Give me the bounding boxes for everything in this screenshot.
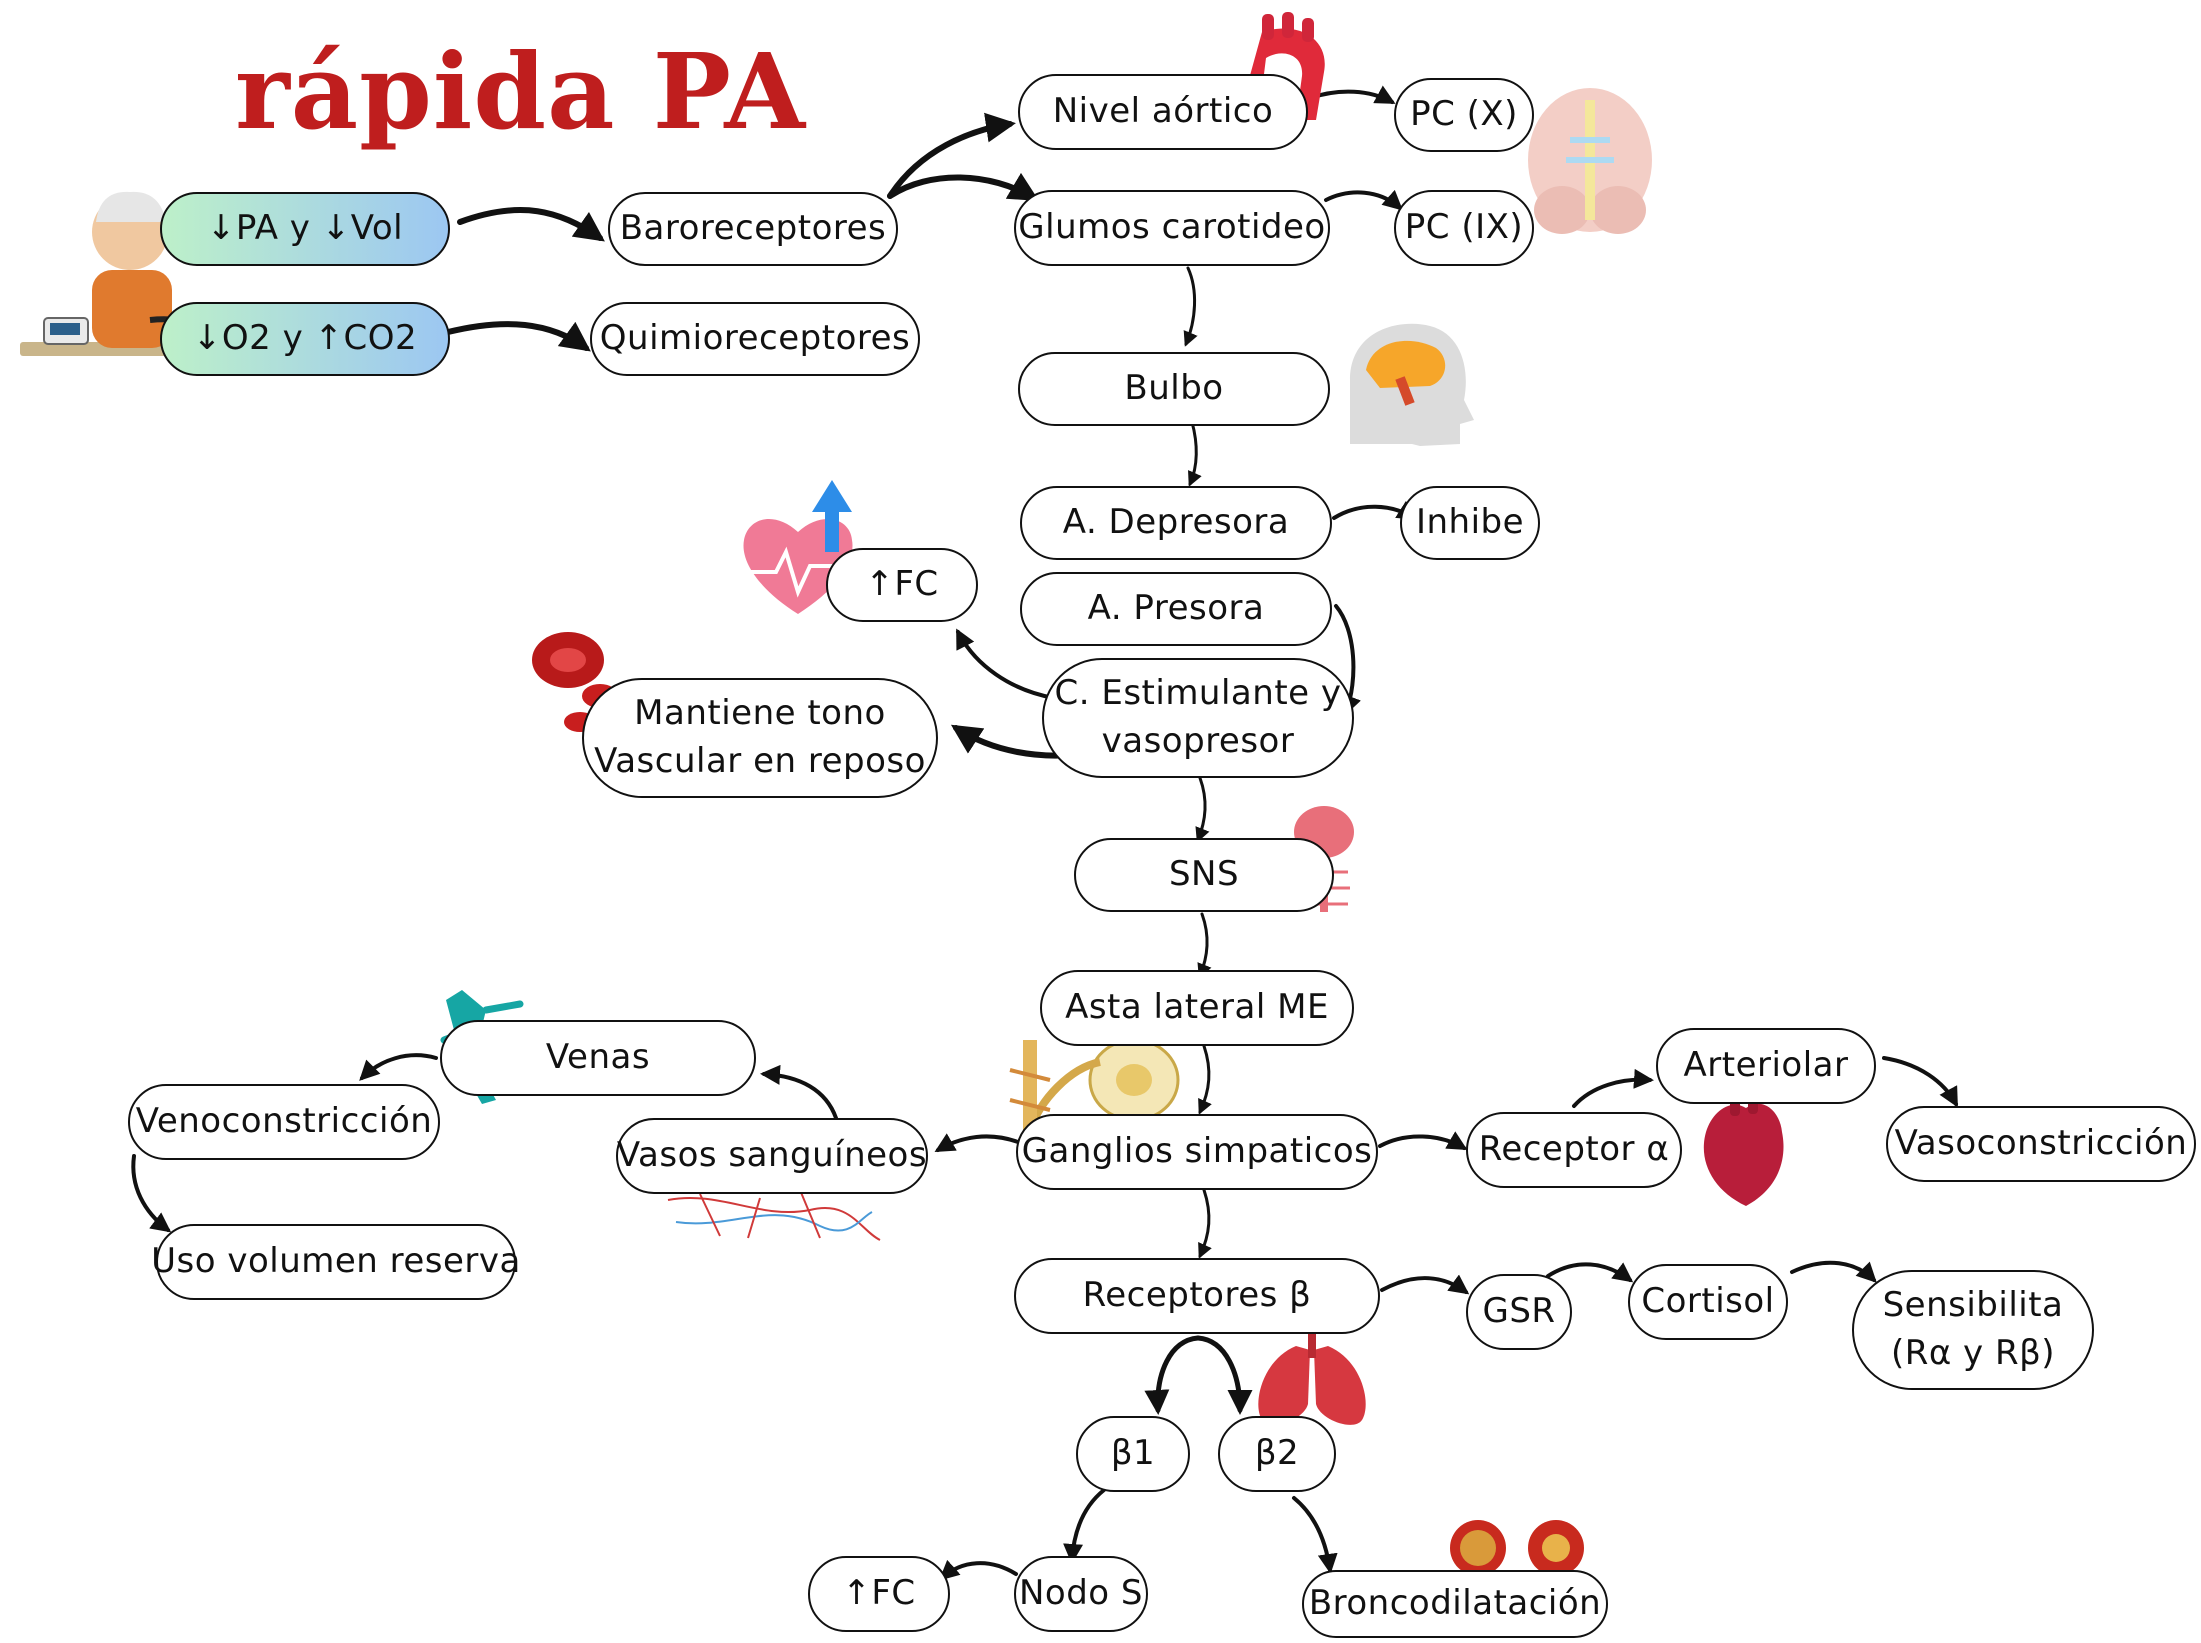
arrow-ganglios-to-receptor-a — [1378, 1131, 1468, 1151]
bronchi-icon — [1450, 1520, 1584, 1576]
node-asta-lateral: Asta lateral ME — [1040, 970, 1354, 1046]
node-pc-ix: PC (IX) — [1394, 190, 1534, 266]
arrow-receptores-b-to-b1 — [1144, 1335, 1201, 1415]
node-receptores-beta: Receptores β — [1014, 1258, 1380, 1334]
node-uso-volumen: Uso volumen reserva — [151, 1224, 520, 1300]
arrow-ganglios-to-receptores-b — [1198, 1188, 1212, 1259]
arrow-asta-to-ganglios — [1198, 1044, 1212, 1115]
node-glumos-carotideo: Glumos carotideo — [1014, 190, 1330, 266]
node-baroreceptores: Baroreceptores — [608, 192, 898, 266]
node-inhibe: Inhibe — [1400, 486, 1540, 560]
node-venoconstriccion: Venoconstricción — [128, 1084, 440, 1160]
arrow-o2-to-quimio — [445, 321, 591, 352]
page-title: rápida PA — [235, 30, 807, 153]
node-gsr: GSR — [1466, 1274, 1572, 1350]
node-a-depresora: A. Depresora — [1020, 486, 1332, 560]
node-o2-co2: ↓O2 y ↑CO2 — [160, 302, 450, 376]
arrow-estimulante-to-sns — [1195, 776, 1210, 843]
node-a-presora: A. Presora — [1020, 572, 1332, 646]
arrow-vasos-to-venas — [760, 1064, 838, 1120]
node-nivel-aortico: Nivel aórtico — [1018, 74, 1308, 150]
node-beta1: β1 — [1076, 1416, 1190, 1492]
arrow-ganglios-to-vasos — [934, 1133, 1020, 1153]
ganglion-icon — [1009, 1038, 1180, 1132]
node-c-estimulante-line2: vasopresor — [1101, 721, 1295, 761]
node-sensibilita-line1: Sensibilita — [1882, 1285, 2064, 1326]
heart-rate-icon — [743, 480, 853, 614]
arrow-carotideo-to-pcix — [1324, 189, 1403, 211]
arrow-receptores-b-to-gsr — [1380, 1274, 1470, 1295]
node-venas: Venas — [440, 1020, 756, 1096]
node-nodo-s: Nodo S — [1014, 1556, 1148, 1632]
node-quimioreceptores: Quimioreceptores — [590, 302, 920, 376]
node-fc-top: ↑FC — [826, 548, 978, 622]
arrow-baro-to-carotideo — [887, 172, 1040, 202]
arrow-b1-to-nodo — [1063, 1488, 1106, 1564]
node-pc-x: PC (X) — [1394, 78, 1534, 152]
node-beta2: β2 — [1218, 1416, 1336, 1492]
arrow-venoconstriccion-to-uso — [131, 1154, 172, 1233]
arrow-carotideo-to-bulbo — [1183, 266, 1198, 347]
arrow-pa-to-baro — [457, 207, 605, 242]
arrow-venas-to-venoconstriccion — [359, 1053, 438, 1081]
arrow-receptores-b-to-b2 — [1195, 1335, 1253, 1415]
node-mantiene-tono: Mantiene tono Vascular en reposo — [582, 678, 938, 798]
node-sensibilita: Sensibilita (Rα y Rβ) — [1852, 1270, 2094, 1390]
node-mantiene-tono-line2: Vascular en reposo — [594, 741, 926, 781]
lungs-icon — [1258, 1322, 1366, 1425]
node-receptor-alfa: Receptor α — [1466, 1112, 1682, 1188]
node-vasos-sanguineos: Vasos sanguíneos — [616, 1118, 928, 1194]
node-vasoconstriccion: Vasoconstricción — [1886, 1106, 2196, 1182]
arrow-estimulante-to-fc — [956, 628, 1056, 700]
arrow-baro-to-aortico — [887, 112, 1016, 199]
node-ganglios-simpaticos: Ganglios simpaticos — [1016, 1114, 1378, 1190]
head-brain-icon — [1350, 323, 1474, 446]
arrow-nodo-to-fc — [939, 1559, 1018, 1581]
heart-icon — [1703, 1086, 1784, 1206]
brain-base-icon — [1528, 88, 1652, 234]
node-mantiene-tono-line1: Mantiene tono — [634, 693, 886, 734]
node-pa-vol: ↓PA y ↓Vol — [160, 192, 450, 266]
node-c-estimulante: C. Estimulante y vasopresor — [1042, 658, 1354, 778]
node-sensibilita-line2: (Rα y Rβ) — [1890, 1333, 2056, 1373]
node-c-estimulante-line1: C. Estimulante y — [1054, 673, 1342, 714]
node-fc-bottom: ↑FC — [808, 1556, 950, 1632]
arrow-b2-to-bronco — [1292, 1496, 1338, 1574]
node-cortisol: Cortisol — [1628, 1264, 1788, 1340]
arrow-cortisol-to-sensibilita — [1790, 1260, 1877, 1283]
arrow-receptor-a-to-arteriolar — [1572, 1068, 1654, 1108]
vessels-icon — [667, 1189, 881, 1241]
node-sns: SNS — [1074, 838, 1334, 912]
arrow-gsr-to-cortisol — [1546, 1262, 1634, 1283]
node-bulbo: Bulbo — [1018, 352, 1330, 426]
arrow-bulbo-to-depresora — [1188, 420, 1202, 487]
arrow-arteriolar-to-vasoconstriccion — [1882, 1056, 1958, 1108]
node-arteriolar: Arteriolar — [1656, 1028, 1876, 1104]
node-broncodilatacion: Broncodilatación — [1302, 1570, 1608, 1638]
